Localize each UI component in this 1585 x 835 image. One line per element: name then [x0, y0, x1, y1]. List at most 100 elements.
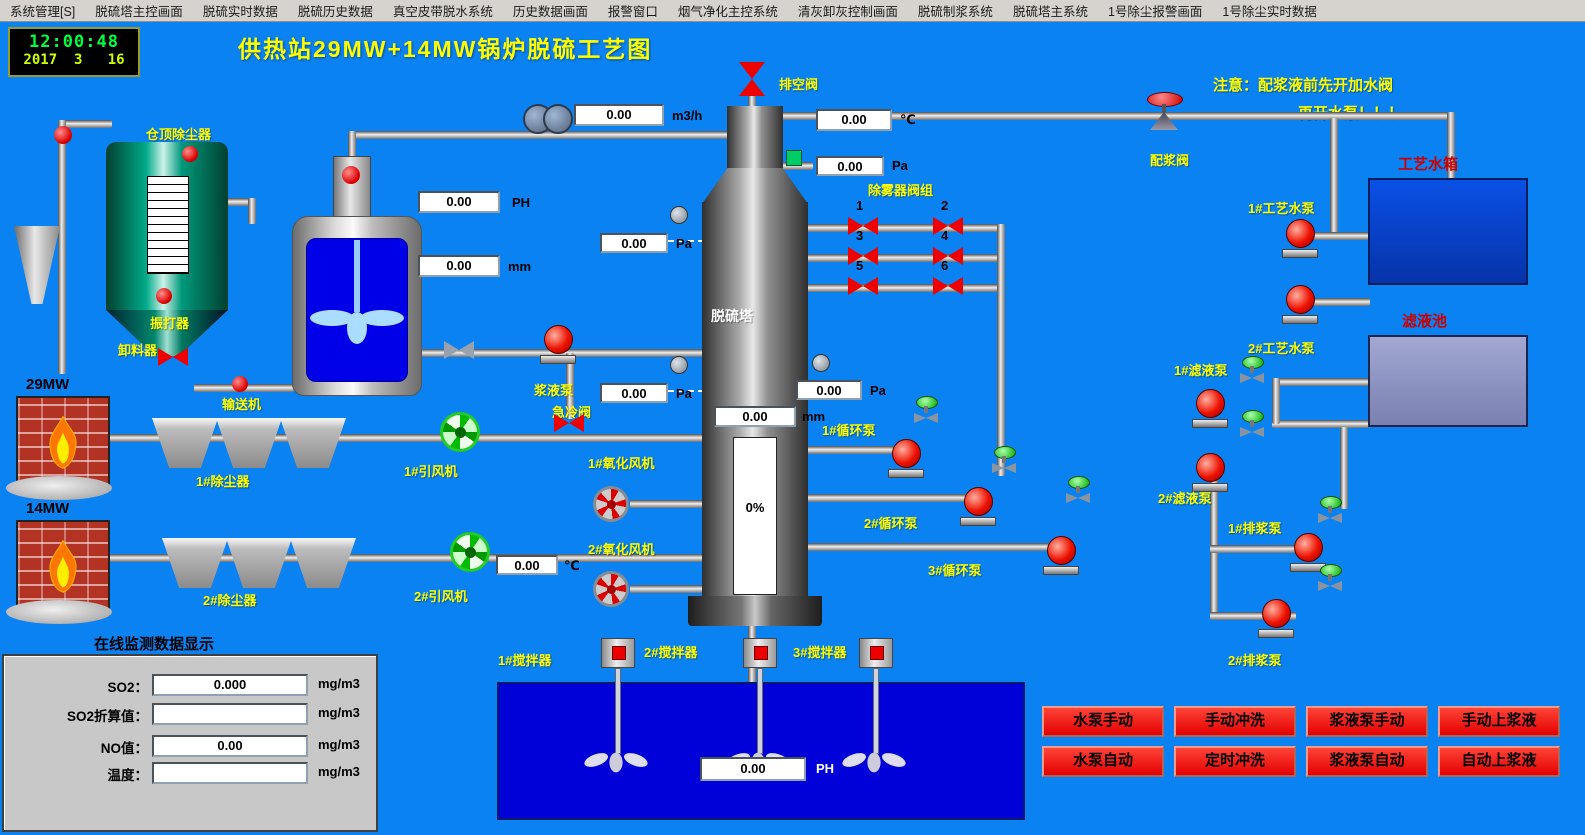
id-fan1-label: 1#引风机 [404, 464, 458, 479]
pump-auto-button[interactable]: 水泵自动 [1042, 746, 1164, 777]
monitor-row-value: 0.000 [152, 674, 308, 696]
conveyor-label: 输送机 [222, 397, 262, 412]
filtrate-pool-label: 滤液池 [1402, 313, 1448, 330]
monitor-row-label: 温度： [107, 768, 149, 783]
pipe [62, 120, 112, 128]
drain-valve1[interactable] [1318, 496, 1342, 523]
discharger-label: 卸料器 [118, 343, 158, 358]
demister-valve-4[interactable] [933, 247, 963, 265]
circ-valve1[interactable] [914, 396, 938, 423]
menu-item-history[interactable]: 脱硫历史数据 [297, 5, 373, 19]
demister-valve-5[interactable] [848, 277, 878, 295]
boiler1-rubble [6, 476, 112, 500]
menu-item-system[interactable]: 系统管理[S] [10, 5, 76, 19]
menu-item-history-screen[interactable]: 历史数据画面 [512, 5, 588, 19]
tank-level-unit: mm [508, 259, 532, 274]
valve-number: 6 [941, 258, 949, 273]
gauge-top-indicator [54, 126, 72, 144]
vent-valve[interactable] [739, 62, 765, 96]
vibrator-label: 振打器 [150, 316, 190, 331]
drain-pump2-label: 2#排浆泵 [1228, 653, 1282, 668]
circulation-pump2[interactable] [960, 484, 996, 526]
agitator-blades-icon [584, 752, 648, 773]
manual-flush-button[interactable]: 手动冲洗 [1174, 706, 1296, 737]
menu-item-vacuum-belt[interactable]: 真空皮带脱水系统 [392, 5, 493, 19]
manual-slurry-feed-button[interactable]: 手动上浆液 [1438, 706, 1560, 737]
filtrate-pump1-label: 1#滤液泵 [1174, 363, 1228, 378]
water-tank-label: 工艺水箱 [1398, 156, 1459, 173]
pressure-sensor-icon [670, 356, 688, 374]
tower-label: 脱硫塔 [711, 308, 753, 324]
demister-valve-1[interactable] [848, 217, 878, 235]
discharger-valve[interactable] [158, 348, 188, 366]
valve-number: 2 [941, 198, 949, 213]
filtrate-pump2[interactable] [1192, 450, 1228, 492]
monitor-row-label: NO值： [100, 741, 148, 756]
mixer-agitator-icon [310, 240, 404, 344]
pipe [1272, 378, 1370, 386]
pipe [348, 131, 356, 169]
menu-item-ash-control[interactable]: 清灰卸灰控制画面 [797, 5, 898, 19]
menu-item-tower-system[interactable]: 脱硫塔主系统 [1012, 5, 1088, 19]
slurry-pump-auto-button[interactable]: 浆液泵自动 [1306, 746, 1428, 777]
silo-level-scale [147, 176, 189, 274]
menu-item-tower-main[interactable]: 脱硫塔主控画面 [95, 5, 183, 19]
menu-item-slurry-system[interactable]: 脱硫制浆系统 [917, 5, 993, 19]
drain-valve2[interactable] [1318, 564, 1342, 591]
auto-slurry-feed-button[interactable]: 自动上浆液 [1438, 746, 1560, 777]
boiler1-label: 29MW [26, 376, 70, 393]
menu-item-alarm-window[interactable]: 报警窗口 [607, 5, 658, 19]
conveyor-indicator [232, 376, 248, 392]
oxidation-fan1[interactable] [593, 486, 629, 522]
process-water-pump2[interactable] [1282, 282, 1318, 324]
demister-valve-2[interactable] [933, 217, 963, 235]
pipe [248, 198, 256, 224]
circulation-pump1[interactable] [888, 436, 924, 478]
mixer-motor-indicator [342, 166, 360, 184]
page-title: 供热站29MW+14MW锅炉脱硫工艺图 [238, 36, 653, 62]
filtrate-valve2[interactable] [1240, 410, 1264, 437]
filtrate-pump1[interactable] [1192, 386, 1228, 428]
menu-item-gas-purify[interactable]: 烟气净化主控系统 [677, 5, 778, 19]
silo-duster-label: 仓顶除尘器 [146, 127, 212, 142]
slurry-pump[interactable] [540, 322, 576, 364]
duster2-hopper [226, 538, 292, 588]
demister-valve-6[interactable] [933, 277, 963, 295]
agitator3-motor[interactable] [859, 638, 893, 668]
vent-valve-label: 排空阀 [779, 77, 819, 92]
oxidation-fan2[interactable] [593, 571, 629, 607]
quench-valve[interactable] [554, 414, 584, 432]
agitator2-motor[interactable] [743, 638, 777, 668]
menu-item-dust-realtime[interactable]: 1号除尘实时数据 [1222, 5, 1317, 19]
agitator1-motor[interactable] [601, 638, 635, 668]
pipe [224, 198, 252, 206]
drain-pump2[interactable] [1258, 596, 1294, 638]
dashed-connector [668, 240, 704, 242]
circ-valve3[interactable] [1066, 476, 1090, 503]
circ-valve2[interactable] [992, 446, 1016, 473]
pipe [104, 434, 450, 442]
filtrate-valve1[interactable] [1240, 356, 1264, 383]
id-fan2[interactable] [450, 532, 490, 572]
drain-pump1[interactable] [1290, 530, 1326, 572]
slurry-line-valve[interactable] [444, 341, 474, 359]
id-fan1[interactable] [440, 412, 480, 452]
lower-pressure-display: 0.00 [600, 383, 668, 403]
silo-sensor-bottom [156, 288, 172, 304]
menu-item-dust-alarm[interactable]: 1号除尘报警画面 [1107, 5, 1203, 19]
menu-item-realtime[interactable]: 脱硫实时数据 [202, 5, 278, 19]
circulation-pump3[interactable] [1043, 533, 1079, 575]
timed-flush-button[interactable]: 定时冲洗 [1174, 746, 1296, 777]
flame-icon [49, 416, 77, 469]
pump-manual-button[interactable]: 水泵手动 [1042, 706, 1164, 737]
slurry-pump-manual-button[interactable]: 浆液泵手动 [1306, 706, 1428, 737]
boiler2-rubble [6, 600, 112, 624]
process-water-pump1[interactable] [1282, 216, 1318, 258]
boiler-14mw [16, 520, 110, 616]
demister-valve-3[interactable] [848, 247, 878, 265]
drain-pump1-label: 1#排浆泵 [1228, 521, 1282, 536]
monitor-row-unit: mg/m3 [318, 705, 360, 720]
boiler2-label: 14MW [26, 500, 70, 517]
slurry-prep-valve[interactable] [1146, 92, 1183, 132]
duster2-hopper [162, 538, 228, 588]
